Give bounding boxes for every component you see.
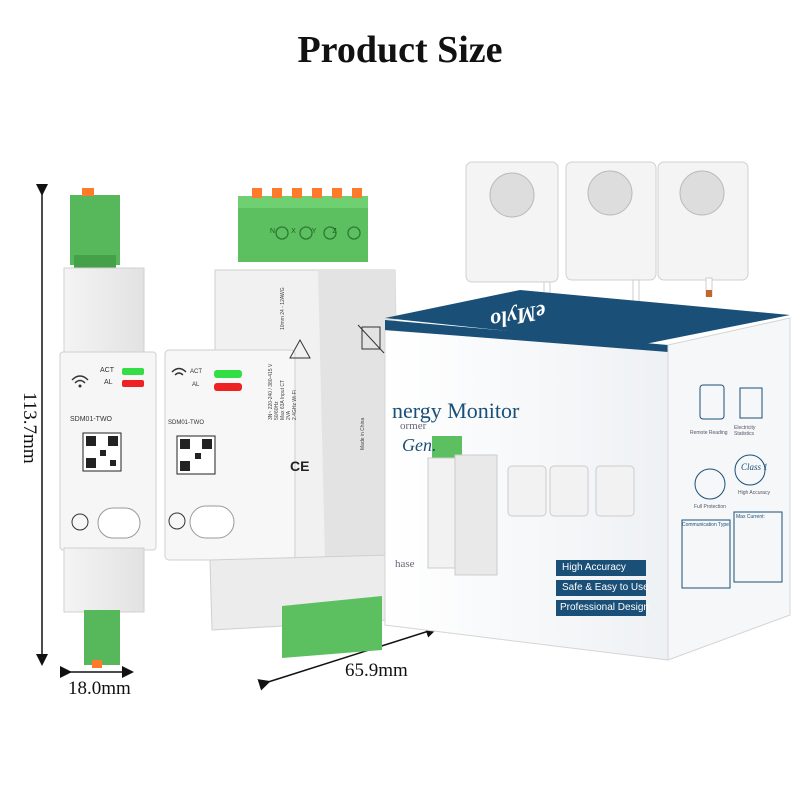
device-angled-view xyxy=(164,188,401,658)
led-act-label: ACT xyxy=(100,367,114,374)
terminal-y: Y xyxy=(311,228,333,235)
led-al-label-angled: AL xyxy=(192,382,200,388)
icon-remote-reading: Remote Reading xyxy=(690,430,728,436)
terminal-z: Z xyxy=(332,228,353,235)
class-label: Class 1 xyxy=(741,462,768,472)
height-dimension-label: 113.7mm xyxy=(19,392,40,464)
comm-type-title: Communication Type: xyxy=(682,522,731,528)
ct-clamps xyxy=(465,161,749,318)
page-title: Product Size xyxy=(297,29,503,71)
box-product-name: nergy Monitor xyxy=(392,398,520,423)
feature-2: Safe & Easy to Use xyxy=(562,582,649,593)
box-sub-text: ormer xyxy=(400,420,427,432)
terminal-labels: NXYZ xyxy=(270,228,353,235)
product-box xyxy=(384,290,791,661)
model-label: SDM01-TWO xyxy=(70,416,112,423)
feature-3: Professional Design xyxy=(560,602,649,613)
icon-high-accuracy: High Accuracy xyxy=(738,490,770,496)
icon-electricity-statistics: Electricity Statistics xyxy=(734,425,756,437)
box-phase-text: hase xyxy=(395,558,415,570)
depth-dimension-label: 65.9mm xyxy=(345,660,408,681)
led-act-label-angled: ACT xyxy=(190,369,202,375)
max-current-title: Max Current: xyxy=(736,514,765,520)
box-gen-text: Gen. xyxy=(402,435,437,455)
icon-full-protection: Full Protection xyxy=(694,504,726,510)
terminal-n: N xyxy=(270,228,292,235)
led-al-label: AL xyxy=(104,379,113,386)
depth-arrow xyxy=(257,626,438,691)
width-dimension-label: 18.0mm xyxy=(68,678,131,699)
feature-1: High Accuracy xyxy=(562,562,626,573)
wire-spec-label: 10mm 24 - 12AWG xyxy=(280,287,286,330)
ce-mark: CE xyxy=(290,458,310,474)
model-label-angled: SDM01-TWO xyxy=(168,420,204,426)
made-in-label: Made in China xyxy=(360,417,366,450)
spec-line-5: 2.4GHz Wi-Fi xyxy=(292,390,298,420)
terminal-x: X xyxy=(291,228,312,235)
device-front-view xyxy=(59,188,157,668)
